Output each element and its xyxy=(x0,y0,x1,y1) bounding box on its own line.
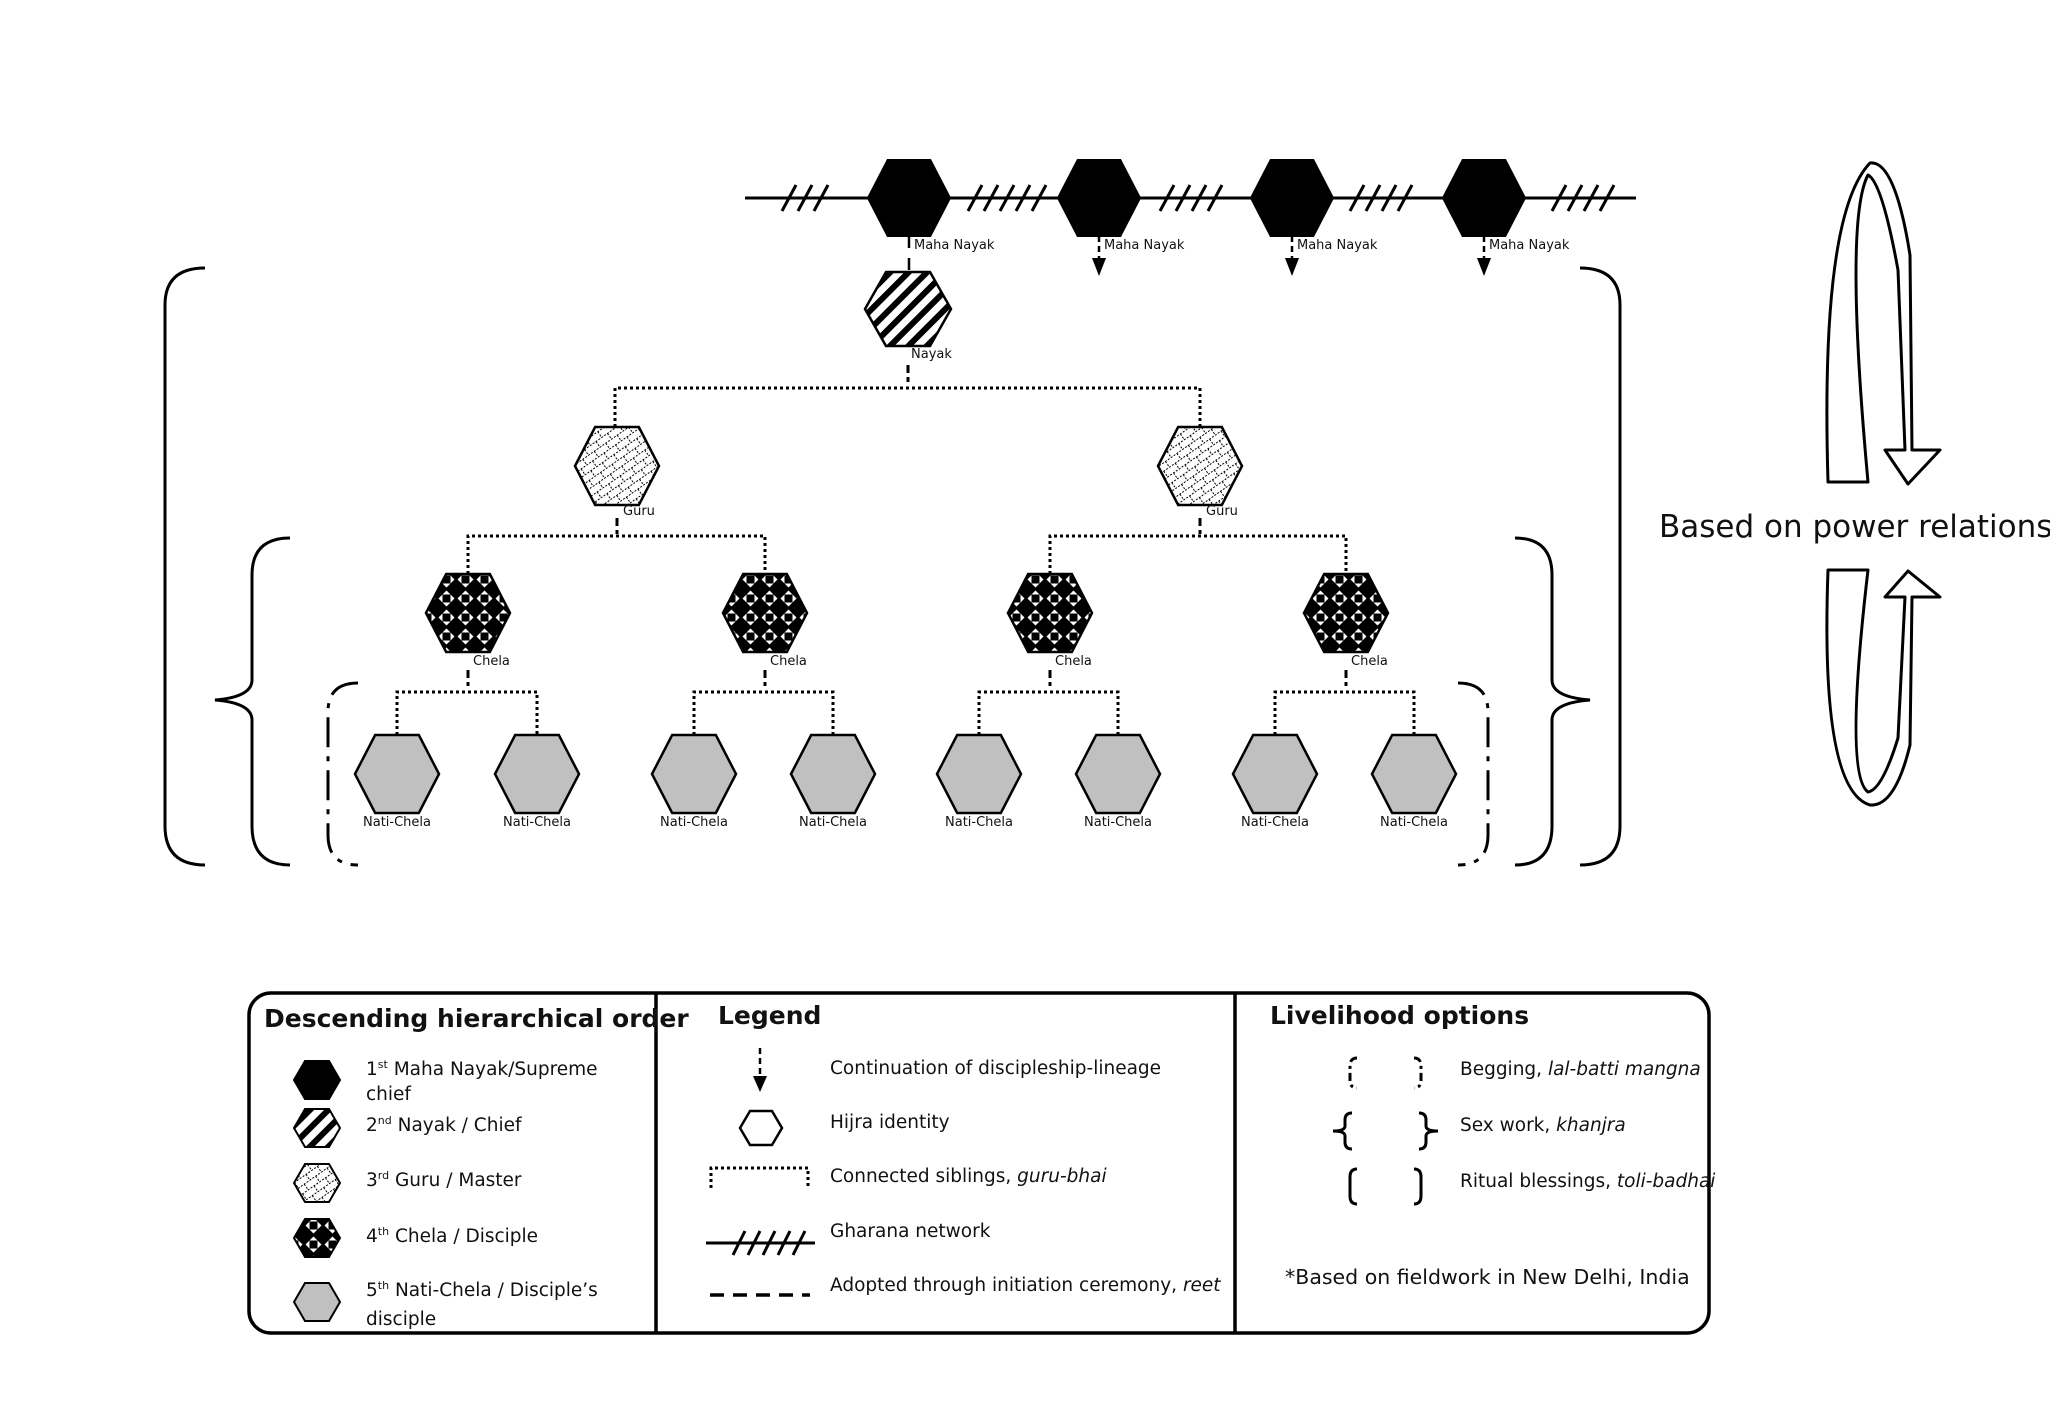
maha-nayak-swatch-icon xyxy=(292,1060,342,1100)
nati-chela-node: Nati-Chela xyxy=(493,733,581,830)
nati-chela-row: Nati-Chela Nati-Chela Nati-Chela Nati-Chela… xyxy=(353,690,1458,830)
legend-item-text: Connected siblings, guru-bhai xyxy=(830,1166,1107,1187)
nayak-node: Nayak xyxy=(863,270,953,362)
dotted-bracket-icon xyxy=(709,1166,810,1188)
nati-chela-node: Nati-Chela xyxy=(935,733,1023,830)
legend-item-text: Continuation of discipleship-lineage xyxy=(830,1058,1161,1079)
maha-nayak-label: Maha Nayak xyxy=(1489,238,1570,253)
legend-item-text: Hijra identity xyxy=(830,1112,950,1133)
fieldwork-footnote: *Based on fieldwork in New Delhi, India xyxy=(1285,1265,1690,1289)
legend-panel: Legend Continuation of discipleship-line… xyxy=(706,1001,1221,1297)
chela-node: Chela xyxy=(1302,572,1390,686)
hierarchy-panel: Descending hierarchical order 1st Maha N… xyxy=(264,1004,689,1330)
nayak-label: Nayak xyxy=(911,347,952,362)
down-arrow-icon xyxy=(1825,161,1942,486)
chela-label: Chela xyxy=(770,654,807,669)
maha-nayak-node: Maha Nayak xyxy=(1056,159,1185,276)
nati-chela-label: Nati-Chela xyxy=(1241,815,1309,830)
maha-nayak-node: Maha Nayak xyxy=(1441,159,1570,276)
legend-item-text: Gharana network xyxy=(830,1221,991,1242)
nayak-swatch-icon xyxy=(292,1108,342,1148)
legend-panel-title: Legend xyxy=(718,1001,821,1030)
maha-nayak-node: Maha Nayak xyxy=(1249,159,1378,276)
dash-dot-bracket-icon xyxy=(1348,1056,1423,1090)
chela-label: Chela xyxy=(1351,654,1388,669)
guru-node: Guru xyxy=(573,425,661,534)
legend-box xyxy=(247,991,1711,1335)
nati-chela-label: Nati-Chela xyxy=(1380,815,1448,830)
middle-right-curly-bracket xyxy=(1514,536,1591,867)
nati-chela-swatch-icon xyxy=(292,1282,342,1322)
hierarchy-item-text: 4th Chela / Disciple xyxy=(366,1225,538,1247)
guru-swatch-icon xyxy=(292,1163,342,1203)
hierarchy-item-text: 5th Nati-Chela / Disciple’s xyxy=(366,1279,598,1301)
round-bracket-icon xyxy=(1348,1167,1423,1206)
nati-chela-node: Nati-Chela xyxy=(650,733,738,830)
nati-chela-node: Nati-Chela xyxy=(353,733,441,830)
nati-chela-label: Nati-Chela xyxy=(799,815,867,830)
legend-item-text: Adopted through initiation ceremony, ree… xyxy=(830,1275,1221,1296)
chela-label: Chela xyxy=(473,654,510,669)
livelihood-item-text: Ritual blessings, toli-badhai xyxy=(1460,1171,1716,1192)
livelihood-item-text: Sex work, khanjra xyxy=(1460,1115,1626,1136)
hierarchy-item-text: 3rd Guru / Master xyxy=(366,1169,522,1191)
down-arrow-icon xyxy=(753,1048,767,1092)
chela-label: Chela xyxy=(1055,654,1092,669)
nati-chela-node: Nati-Chela xyxy=(1074,733,1162,830)
chela-row: Chela Chela Chela Chela xyxy=(424,572,1390,686)
group-brackets xyxy=(163,266,1622,867)
guru-label: Guru xyxy=(623,504,655,519)
outer-left-bracket xyxy=(163,266,206,867)
hierarchy-item-text-cont: chief xyxy=(366,1084,411,1105)
curly-bracket-icon xyxy=(1332,1111,1439,1151)
nati-chela-node: Nati-Chela xyxy=(1231,733,1319,830)
guru-bhai-connector xyxy=(613,386,1202,427)
nati-chela-node: Nati-Chela xyxy=(1370,733,1458,830)
hierarchy-item-text: 2nd Nayak / Chief xyxy=(366,1114,522,1136)
chela-node: Chela xyxy=(721,572,809,686)
inner-right-dashdot-bracket xyxy=(1457,681,1490,867)
outer-right-bracket xyxy=(1579,266,1622,867)
hatched-line-icon xyxy=(706,1230,815,1256)
hierarchy-item-text-cont: disciple xyxy=(366,1309,436,1330)
livelihood-item-text: Begging, lal-batti mangna xyxy=(1460,1059,1701,1080)
guru-row: Guru Guru xyxy=(466,365,1348,574)
inner-left-dashdot-bracket xyxy=(326,681,359,867)
nati-chela-label: Nati-Chela xyxy=(363,815,431,830)
up-arrow-icon xyxy=(1825,568,1942,807)
maha-nayak-label: Maha Nayak xyxy=(914,238,995,253)
nati-chela-label: Nati-Chela xyxy=(503,815,571,830)
hierarchy-panel-title: Descending hierarchical order xyxy=(264,1004,689,1033)
maha-nayak-label: Maha Nayak xyxy=(1104,238,1185,253)
maha-nayak-label: Maha Nayak xyxy=(1297,238,1378,253)
nati-chela-label: Nati-Chela xyxy=(945,815,1013,830)
hierarchy-item-text: 1st Maha Nayak/Supreme xyxy=(366,1058,598,1080)
chela-swatch-icon xyxy=(292,1218,342,1258)
middle-left-curly-bracket xyxy=(214,536,291,867)
nati-chela-label: Nati-Chela xyxy=(660,815,728,830)
guru-node: Guru xyxy=(1156,425,1244,534)
nati-chela-node: Nati-Chela xyxy=(789,733,877,830)
guru-label: Guru xyxy=(1206,504,1238,519)
power-relations-arrows xyxy=(1825,161,1942,807)
chela-node: Chela xyxy=(1006,572,1094,686)
maha-nayak-row: Maha Nayak Maha Nayak Maha Nayak Maha Nayak xyxy=(866,159,1570,276)
livelihood-panel-title: Livelihood options xyxy=(1270,1001,1529,1030)
maha-nayak-node: Maha Nayak xyxy=(866,159,995,270)
hexagon-outline-icon xyxy=(738,1109,784,1147)
chela-node: Chela xyxy=(424,572,512,686)
power-relations-note: Based on power relations xyxy=(1659,509,2050,545)
livelihood-panel: Livelihood options Begging, lal-batti ma… xyxy=(1270,1001,1716,1289)
nati-chela-label: Nati-Chela xyxy=(1084,815,1152,830)
